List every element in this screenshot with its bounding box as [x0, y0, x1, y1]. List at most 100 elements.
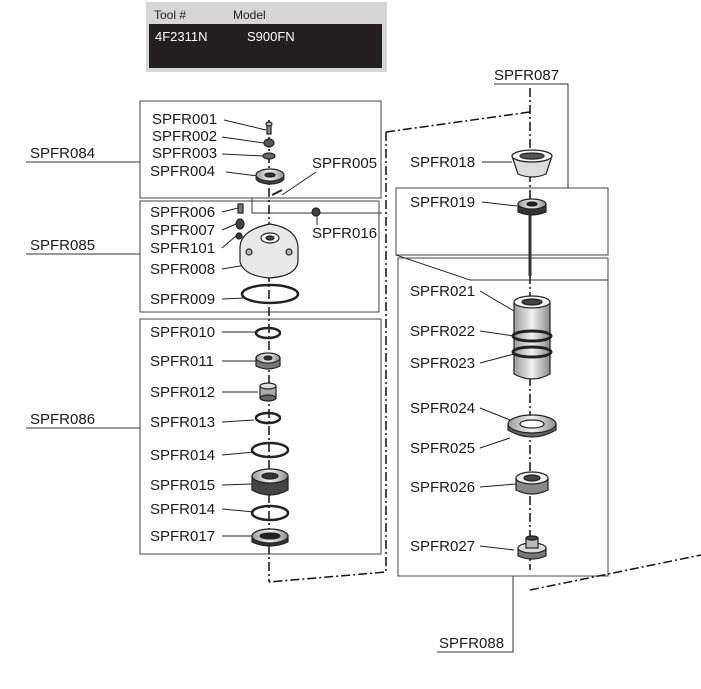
part-spfr011-bearing [255, 352, 281, 370]
part-label-spfr101: SPFR101 [150, 240, 215, 257]
part-label-spfr014-lower: SPFR014 [150, 501, 215, 518]
leader-spfr019 [481, 201, 518, 207]
part-label-spfr007: SPFR007 [150, 222, 215, 239]
part-spfr013-ring [254, 411, 282, 425]
projection-line-bottom [529, 554, 701, 591]
part-label-spfr021: SPFR021 [410, 283, 475, 300]
part-spfr015-bearing-stack [251, 468, 289, 496]
tool-number-value: 4F2311N [155, 29, 208, 44]
part-label-spfr002: SPFR002 [152, 128, 217, 145]
part-spfr012-gear [259, 382, 277, 402]
part-spfr005-pin [271, 189, 283, 196]
model-label: Model [233, 8, 266, 22]
part-label-spfr026: SPFR026 [410, 479, 475, 496]
leader-spfr004 [225, 171, 259, 177]
part-label-spfr005: SPFR005 [312, 155, 377, 172]
group-label-spfr087: SPFR087 [494, 67, 559, 84]
part-spfr002-spring [263, 138, 275, 148]
leader-spfr015 [221, 483, 253, 486]
part-spfr021-sleeve [513, 295, 551, 380]
part-spfr001-screw [265, 121, 273, 135]
header-value-bar: 4F2311N S900FN [149, 24, 382, 68]
part-label-spfr014-upper: SPFR014 [150, 447, 215, 464]
leader-spfr021 [479, 290, 515, 312]
part-label-spfr003: SPFR003 [152, 145, 217, 162]
part-label-spfr009: SPFR009 [150, 291, 215, 308]
leader-spfr014b [221, 508, 255, 513]
leader-spfr014a [221, 451, 255, 456]
group-box-spfr088 [397, 257, 609, 577]
group-label-spfr088: SPFR088 [439, 635, 504, 652]
part-label-spfr023: SPFR023 [410, 355, 475, 372]
leader-spfr006 [221, 207, 239, 213]
part-spfr026-bushing [515, 471, 549, 495]
leader-spfr001 [223, 119, 267, 131]
leader-spfr026 [479, 483, 517, 488]
leader-spfr005 [281, 171, 317, 196]
model-value: S900FN [247, 29, 295, 44]
group-box-spfr084 [139, 100, 382, 199]
projection-line-top [385, 111, 531, 133]
part-label-spfr024: SPFR024 [410, 400, 475, 417]
group-label-spfr086: SPFR086 [30, 411, 95, 428]
part-label-spfr016: SPFR016 [312, 225, 377, 242]
part-spfr014-ring-upper [250, 441, 290, 459]
part-label-spfr019: SPFR019 [410, 194, 475, 211]
group-connector-084 [251, 198, 382, 214]
leader-spfr003 [221, 153, 265, 157]
leader-spfr013 [221, 419, 255, 423]
part-spfr009-o-ring [240, 283, 300, 305]
leader-spfr101 [221, 235, 237, 249]
part-label-spfr010: SPFR010 [150, 324, 215, 341]
part-spfr003-washer [262, 152, 276, 160]
part-spfr007-spring [235, 218, 245, 230]
part-spfr024-plate [507, 414, 557, 438]
leader-spfr023 [479, 353, 515, 364]
group-label-spfr084: SPFR084 [30, 145, 95, 162]
callout-spfr087 [494, 83, 569, 188]
group-box-spfr086 [139, 318, 382, 555]
group-connector-087 [395, 254, 608, 281]
part-label-spfr008: SPFR008 [150, 261, 215, 278]
leader-spfr025 [479, 437, 511, 449]
part-label-spfr018: SPFR018 [410, 154, 475, 171]
projection-line-left [268, 132, 387, 583]
tool-number-label: Tool # [154, 8, 187, 22]
part-label-spfr027: SPFR027 [410, 538, 475, 555]
leader-spfr024 [479, 407, 511, 421]
model-header: Tool # Model 4F2311N S900FN [146, 2, 387, 72]
part-label-spfr012: SPFR012 [150, 384, 215, 401]
leader-spfr002 [221, 136, 265, 144]
part-spfr017-seal [251, 528, 289, 547]
part-spfr027-nozzle [517, 535, 547, 560]
leader-spfr022 [479, 330, 515, 337]
group-box-spfr085 [139, 200, 380, 313]
part-label-spfr006: SPFR006 [150, 204, 215, 221]
part-spfr010-ring [254, 326, 282, 340]
part-label-spfr001: SPFR001 [152, 111, 217, 128]
part-spfr004-gear [255, 168, 285, 185]
part-spfr023-o-ring [511, 345, 553, 359]
leader-spfr009 [221, 297, 245, 300]
group-label-spfr085: SPFR085 [30, 237, 95, 254]
part-spfr016-spring [311, 207, 321, 217]
callout-spfr088 [437, 576, 514, 653]
part-spfr008-housing [239, 223, 299, 279]
part-label-spfr017: SPFR017 [150, 528, 215, 545]
part-spfr018-cap [511, 149, 553, 178]
part-spfr022-o-ring [511, 329, 553, 343]
part-label-spfr025: SPFR025 [410, 440, 475, 457]
leader-spfr007 [221, 223, 237, 231]
part-spfr014-ring-lower [250, 504, 290, 522]
part-label-spfr011: SPFR011 [150, 353, 214, 370]
part-spfr019-bearing-shaft [517, 198, 547, 276]
part-label-spfr015: SPFR015 [150, 477, 215, 494]
group-box-spfr087 [395, 187, 609, 256]
part-label-spfr022: SPFR022 [410, 323, 475, 340]
leader-spfr027 [479, 545, 515, 551]
part-spfr101-pin [235, 232, 243, 240]
part-label-spfr013: SPFR013 [150, 414, 215, 431]
part-label-spfr004: SPFR004 [150, 163, 215, 180]
part-spfr006-screw [237, 203, 244, 214]
